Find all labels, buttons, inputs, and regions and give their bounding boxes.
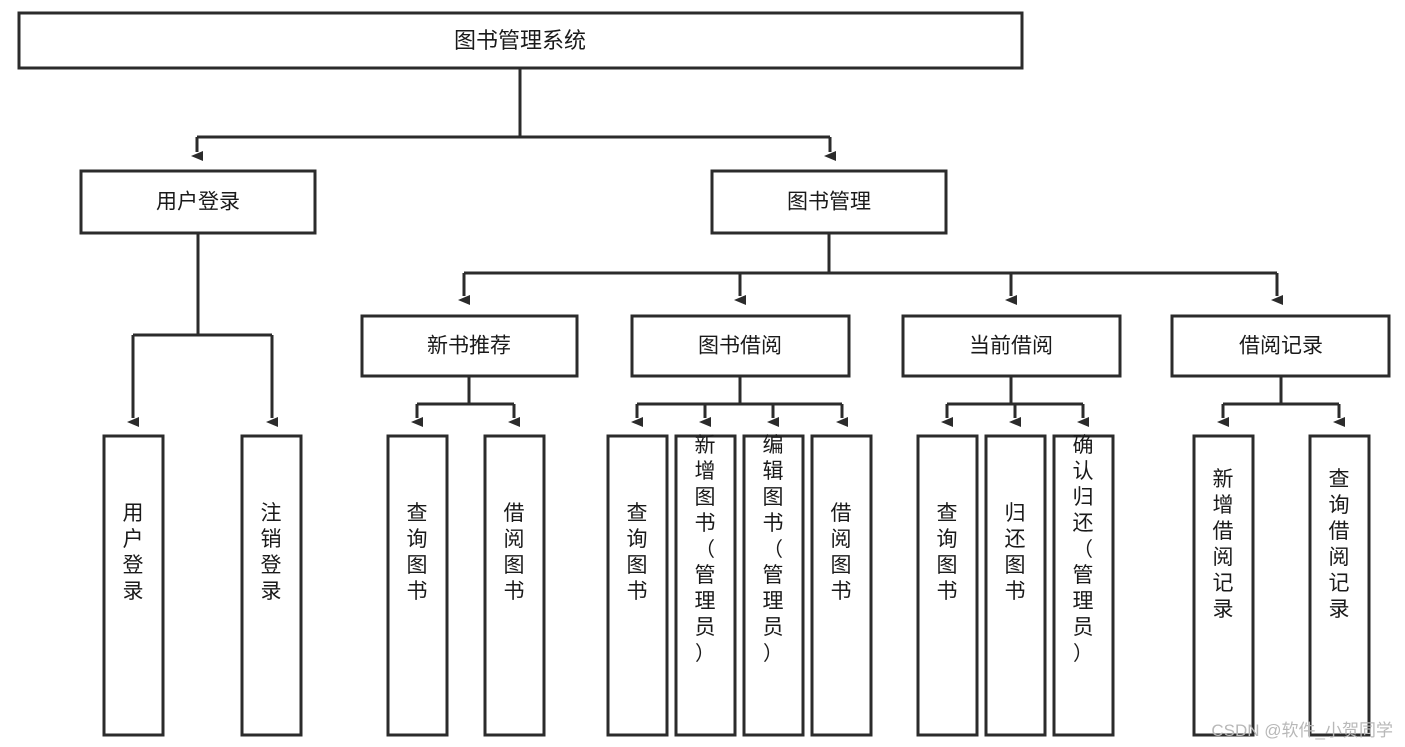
node-current-borrow[interactable]: 当前借阅	[901, 314, 1122, 378]
leaf-box	[1192, 434, 1255, 737]
user-login-label: 用户登录	[156, 191, 240, 214]
current-borrow-box	[901, 314, 1122, 378]
leaf-book-borrow-query[interactable]: 查询图书	[606, 434, 669, 737]
leaf-book-borrow-add[interactable]: 新增图书（管理员）	[674, 434, 737, 737]
node-user-login[interactable]: 用户登录	[79, 169, 317, 235]
csdn-watermark: CSDN @软件_小贺同学	[1211, 721, 1393, 740]
leaf-book-borrow-borrow-label: 借阅图书	[831, 502, 852, 603]
node-borrow-record[interactable]: 借阅记录	[1170, 314, 1391, 378]
edges-current-borrow-to-leaves	[941, 376, 1089, 427]
leaf-box	[1308, 434, 1371, 737]
root-box	[17, 11, 1024, 70]
leaf-current-borrow-return-label: 归还图书	[1005, 502, 1026, 603]
book-borrow-label: 图书借阅	[698, 335, 782, 358]
leaf-user-login-logout[interactable]: 注销登录	[240, 434, 303, 737]
node-root-book-management-system[interactable]: 图书管理系统	[17, 11, 1024, 70]
leaf-current-borrow-return[interactable]: 归还图书	[984, 434, 1047, 737]
current-borrow-label: 当前借阅	[969, 335, 1053, 358]
book-borrow-box	[630, 314, 851, 378]
leaf-user-login-login[interactable]: 用户登录	[102, 434, 165, 737]
leaf-borrow-record-query-label: 查询借阅记录	[1329, 468, 1350, 621]
node-new-book-recommend[interactable]: 新书推荐	[360, 314, 579, 378]
leaf-box	[916, 434, 979, 737]
leaf-book-borrow-borrow[interactable]: 借阅图书	[810, 434, 873, 737]
edges-book-management-to-level3	[458, 233, 1283, 305]
leaf-box	[240, 434, 303, 737]
leaf-new-book-query-label: 查询图书	[407, 502, 428, 603]
leaf-box	[102, 434, 165, 737]
leaf-box	[483, 434, 546, 737]
leaf-box	[606, 434, 669, 737]
borrow-record-box	[1170, 314, 1391, 378]
leaf-current-borrow-confirm[interactable]: 确认归还（管理员）	[1052, 434, 1115, 737]
leaf-book-borrow-edit-label: 编辑图书（管理员）	[763, 434, 784, 665]
borrow-record-label: 借阅记录	[1239, 335, 1323, 358]
edges-user-login-to-leaves	[127, 233, 278, 427]
leaf-borrow-record-add[interactable]: 新增借阅记录	[1192, 434, 1255, 737]
user-login-box	[79, 169, 317, 235]
root-label: 图书管理系统	[454, 28, 586, 53]
leaf-borrow-record-query[interactable]: 查询借阅记录	[1308, 434, 1371, 737]
leaf-new-book-borrow[interactable]: 借阅图书	[483, 434, 546, 737]
edges-book-borrow-to-leaves	[631, 376, 848, 427]
leaf-box	[984, 434, 1047, 737]
book-management-box	[710, 169, 948, 235]
new-book-recommend-label: 新书推荐	[427, 335, 511, 358]
book-management-label: 图书管理	[787, 191, 871, 214]
edges-new-book-to-leaves	[411, 376, 520, 427]
leaf-box	[742, 434, 805, 737]
leaf-box	[674, 434, 737, 737]
leaf-user-login-login-label: 用户登录	[123, 502, 144, 603]
new-book-recommend-box	[360, 314, 579, 378]
edges-root-to-level2	[191, 68, 836, 161]
leaf-borrow-record-add-label: 新增借阅记录	[1213, 468, 1234, 621]
leaf-current-borrow-query-label: 查询图书	[937, 502, 958, 603]
node-book-borrow[interactable]: 图书借阅	[630, 314, 851, 378]
leaf-new-book-query[interactable]: 查询图书	[386, 434, 449, 737]
leaf-box	[810, 434, 873, 737]
leaf-book-borrow-query-label: 查询图书	[627, 502, 648, 603]
leaf-book-borrow-add-label: 新增图书（管理员）	[695, 434, 716, 665]
edges-borrow-record-to-leaves	[1217, 376, 1345, 427]
leaf-user-login-logout-label: 注销登录	[261, 502, 282, 603]
leaf-box	[386, 434, 449, 737]
leaf-new-book-borrow-label: 借阅图书	[504, 502, 525, 603]
leaf-book-borrow-edit[interactable]: 编辑图书（管理员）	[742, 434, 805, 737]
node-book-management[interactable]: 图书管理	[710, 169, 948, 235]
leaf-current-borrow-query[interactable]: 查询图书	[916, 434, 979, 737]
leaf-current-borrow-confirm-label: 确认归还（管理员）	[1073, 434, 1094, 665]
leaf-box	[1052, 434, 1115, 737]
